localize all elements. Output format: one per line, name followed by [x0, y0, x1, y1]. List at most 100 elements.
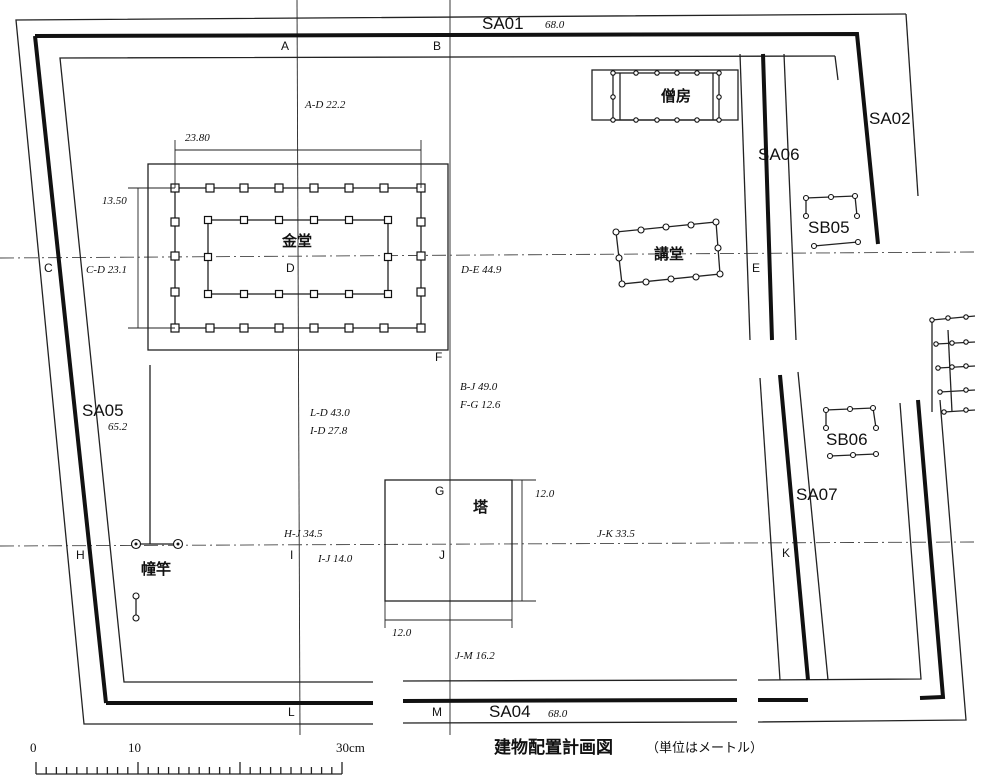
wall-sa06-right [783, 53, 797, 341]
tower-frame [384, 479, 513, 602]
reference-lines [0, 0, 976, 736]
post-marker [170, 287, 180, 297]
post-marker [203, 252, 213, 262]
meas-kondo-width: 23.80 [185, 132, 210, 144]
wall-inner-thin [59, 55, 836, 683]
meas-cd: C-D 23.1 [86, 264, 127, 276]
meas-fg: F-G 12.6 [459, 399, 501, 411]
kondo-platform [147, 163, 449, 351]
koudou-building [612, 218, 724, 288]
post-marker [963, 407, 969, 413]
post-marker [963, 387, 969, 393]
post-marker [610, 70, 616, 76]
post-marker [822, 406, 830, 414]
point-a: A [281, 39, 289, 53]
east-partial-line [943, 409, 976, 413]
post-marker [869, 404, 877, 412]
post-marker [633, 117, 639, 123]
post-marker [610, 117, 616, 123]
east-partial-line [939, 389, 976, 393]
point-i: I [290, 548, 293, 562]
post-marker [309, 215, 319, 225]
post-marker [309, 289, 319, 299]
post-marker [379, 323, 389, 333]
label-sa04: SA04 [489, 702, 531, 721]
point-e: E [752, 261, 760, 275]
wall-sa06-left [739, 53, 751, 341]
meas-bj: B-J 49.0 [460, 381, 498, 393]
scale-ticks [35, 762, 343, 774]
post-marker [383, 289, 393, 299]
scale-label-10: 10 [128, 740, 141, 755]
wall-sa04-mid [402, 698, 738, 703]
post-marker [716, 94, 722, 100]
meas-ad: A-D 22.2 [304, 99, 346, 111]
post-marker [716, 117, 722, 123]
post-marker [667, 275, 675, 283]
wall-inner-thin-mid [402, 679, 738, 682]
east-partial-structure [929, 314, 976, 415]
sb05-bottom [813, 241, 859, 247]
wall-labels: SA01 68.0 SA02 SA04 68.0 SA05 65.2 SA06 … [82, 14, 911, 721]
point-j: J [439, 548, 445, 562]
post-marker [274, 215, 284, 225]
post-marker [239, 183, 249, 193]
label-sa04-length: 68.0 [548, 708, 568, 720]
post-marker [826, 452, 834, 460]
post-marker [674, 117, 680, 123]
meas-ij: I-J 14.0 [317, 553, 353, 565]
wall-sa07-left [759, 377, 781, 681]
post-marker [716, 70, 722, 76]
east-partial-line [947, 329, 953, 413]
post-marker [929, 317, 935, 323]
post-marker [872, 424, 880, 432]
label-sa02: SA02 [869, 109, 911, 128]
post-marker [822, 424, 830, 432]
enclosure-walls [15, 13, 967, 725]
post-marker [383, 215, 393, 225]
post-marker [933, 341, 939, 347]
point-b: B [433, 39, 441, 53]
axis-line-hijk [0, 541, 976, 547]
wall-sa01-sa02 [34, 31, 880, 245]
post-marker [205, 323, 215, 333]
wall-sa07-right [797, 371, 829, 681]
wall-outer-thin-right [757, 399, 967, 723]
point-g: G [435, 484, 444, 498]
post-marker [344, 183, 354, 193]
post-marker [853, 212, 861, 220]
measurement-labels: A-D 22.2 23.80 13.50 C-D 23.1 D-E 44.9 B… [86, 99, 635, 662]
meas-hj: H-J 34.5 [283, 528, 323, 540]
caption-unit: （単位はメートル） [646, 740, 763, 756]
label-sb06: SB06 [826, 430, 868, 449]
post-marker [949, 340, 955, 346]
post-marker [379, 183, 389, 193]
post-marker [416, 287, 426, 297]
sb05-structure [802, 192, 862, 250]
meas-id: I-D 27.8 [309, 425, 348, 437]
post-marker [963, 314, 969, 320]
post-marker [383, 252, 393, 262]
post-marker [642, 278, 650, 286]
post-marker [963, 339, 969, 345]
building-labels: 金堂 僧房 講堂 塔 幢竿 [141, 87, 691, 578]
wall-inner-thin-ne [834, 55, 839, 81]
wall-outer-thin-mid [402, 721, 738, 724]
caption-title: 建物配置計画図 [494, 737, 613, 758]
bankan-post-small [132, 614, 140, 622]
label-kondo: 金堂 [281, 232, 312, 250]
post-marker [662, 223, 670, 231]
bankan-post-small [132, 592, 140, 600]
sb05-posts [802, 192, 862, 250]
post-marker [416, 323, 426, 333]
tower-building [384, 479, 536, 628]
bankan-post-dot [176, 542, 180, 546]
point-m: M [432, 705, 442, 719]
wall-sa07 [778, 374, 810, 681]
point-f: F [435, 350, 442, 364]
post-marker [949, 364, 955, 370]
wall-east-lower [916, 399, 946, 700]
wall-outer-thin-ne [905, 13, 919, 197]
post-marker [935, 365, 941, 371]
post-marker [274, 323, 284, 333]
